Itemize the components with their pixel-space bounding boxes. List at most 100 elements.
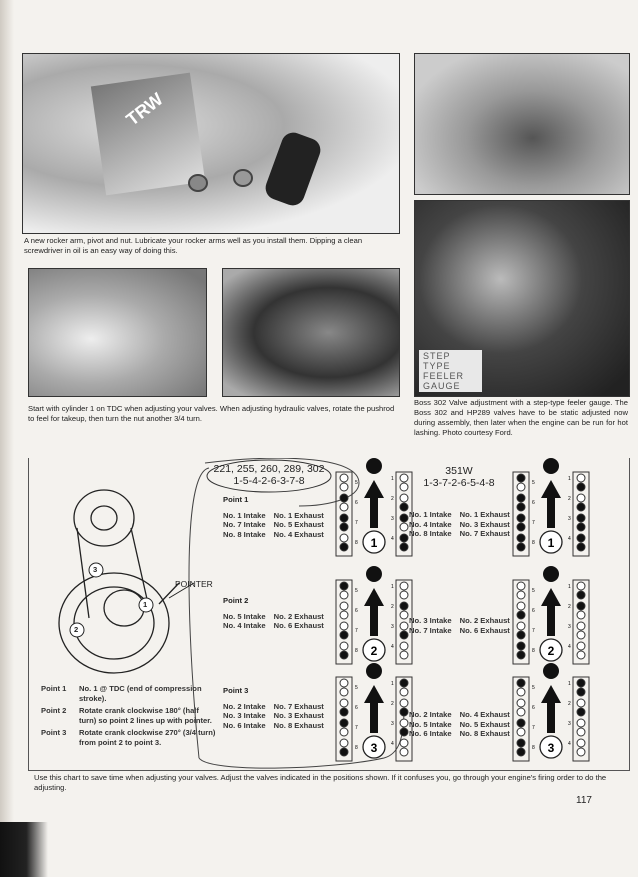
valve	[399, 522, 409, 532]
exhaust-valve: No. 6 Exhaust	[273, 621, 324, 630]
cyl-label: 7	[355, 520, 358, 526]
exhaust-valve: No. 5 Exhaust	[273, 520, 324, 529]
valve	[339, 590, 349, 600]
cyl-label: 8	[532, 540, 535, 546]
arrow-up-icon	[364, 685, 384, 733]
point-circle	[539, 638, 563, 662]
cyl-label: 4	[568, 536, 571, 542]
cyl-label: 2	[568, 604, 571, 610]
valve	[399, 678, 409, 688]
valve	[516, 542, 526, 552]
distributor-dot	[366, 566, 382, 582]
engine-list-circle	[206, 459, 332, 493]
valve	[516, 747, 526, 757]
exhaust-valve: No. 8 Exhaust	[459, 729, 510, 738]
pivot	[188, 174, 208, 192]
cyl-label: 2	[568, 496, 571, 502]
point-label: Point 2	[223, 596, 249, 605]
valve	[399, 718, 409, 728]
valve	[516, 718, 526, 728]
legend-item: Point 2 Rotate crank clockwise 180° (hal…	[41, 706, 216, 725]
valve	[339, 621, 349, 631]
distributor-dot	[366, 663, 382, 679]
cyl-label: 7	[532, 725, 535, 731]
valve	[399, 738, 409, 748]
chart-drawing	[58, 458, 405, 769]
intake-valve: No. 4 Intake	[223, 621, 266, 630]
distributor-dot	[366, 458, 382, 474]
valve	[516, 738, 526, 748]
valve	[399, 630, 409, 640]
valve	[339, 641, 349, 651]
valve	[399, 493, 409, 503]
valve	[516, 601, 526, 611]
group-a-firing-order: 1-5-4-2-6-3-7-8	[233, 475, 305, 487]
valve	[576, 590, 586, 600]
legend-point: Point 2	[41, 706, 67, 715]
page-number: 117	[576, 795, 592, 806]
valve	[516, 473, 526, 483]
valve-row: No. 4 Intake No. 6 Exhaust	[223, 621, 332, 631]
cyl-label: 6	[355, 500, 358, 506]
valve	[516, 630, 526, 640]
pulley-mark-3	[88, 562, 104, 578]
cyl-label: 8	[355, 648, 358, 654]
valve	[576, 650, 586, 660]
valve-row: No. 8 Intake No. 4 Exhaust	[223, 530, 332, 540]
valve	[516, 493, 526, 503]
valve	[516, 581, 526, 591]
exhaust-valve: No. 2 Exhaust	[459, 616, 510, 625]
valve	[399, 502, 409, 512]
valve	[339, 678, 349, 688]
point-circle	[362, 638, 386, 662]
valve	[576, 621, 586, 631]
cyl-label: 2	[391, 496, 394, 502]
legend-text: Rotate crank clockwise 180° (half turn) …	[79, 706, 212, 725]
arrow-up-icon	[541, 480, 561, 528]
point-number: 2	[548, 644, 555, 658]
intake-valve: No. 8 Intake	[223, 529, 266, 539]
valve	[516, 513, 526, 523]
cyl-label: 8	[355, 745, 358, 751]
valve	[576, 482, 586, 492]
valve	[576, 707, 586, 717]
valve	[399, 513, 409, 523]
intake-valve: No. 2 Intake	[409, 710, 452, 719]
exhaust-valve: No. 6 Exhaust	[459, 625, 510, 635]
valve	[399, 621, 409, 631]
intake-valve: No. 6 Intake	[223, 720, 266, 730]
feeler-gauge-label: STEP TYPE FEELER GAUGE	[419, 350, 482, 392]
valve	[339, 493, 349, 503]
legend-point: Point 1	[41, 684, 67, 693]
valve	[399, 533, 409, 543]
group-a-engines: 221, 255, 260, 289, 302	[213, 463, 325, 475]
valve	[576, 542, 586, 552]
pulley-mark-1-label: 1	[143, 600, 148, 609]
point-circle	[539, 735, 563, 759]
point-circle	[362, 530, 386, 554]
cyl-label: 7	[532, 628, 535, 634]
valve	[399, 727, 409, 737]
intake-valve: No. 5 Intake	[409, 719, 452, 729]
legend-point: Point 3	[41, 728, 67, 737]
cyl-label: 8	[532, 648, 535, 654]
valve	[576, 493, 586, 503]
cyl-label: 1	[568, 681, 571, 687]
valve	[576, 727, 586, 737]
valve	[576, 641, 586, 651]
group-a-header: 221, 255, 260, 289, 302 1-5-4-2-6-3-7-8	[209, 463, 329, 487]
valve	[339, 718, 349, 728]
valve	[576, 473, 586, 483]
intake-valve: No. 3 Intake	[223, 711, 266, 720]
cyl-label: 4	[568, 741, 571, 747]
crank-pulley-photo	[28, 268, 207, 397]
valve	[399, 698, 409, 708]
valve	[399, 581, 409, 591]
valve	[339, 630, 349, 640]
exhaust-valve: No. 4 Exhaust	[273, 529, 324, 539]
